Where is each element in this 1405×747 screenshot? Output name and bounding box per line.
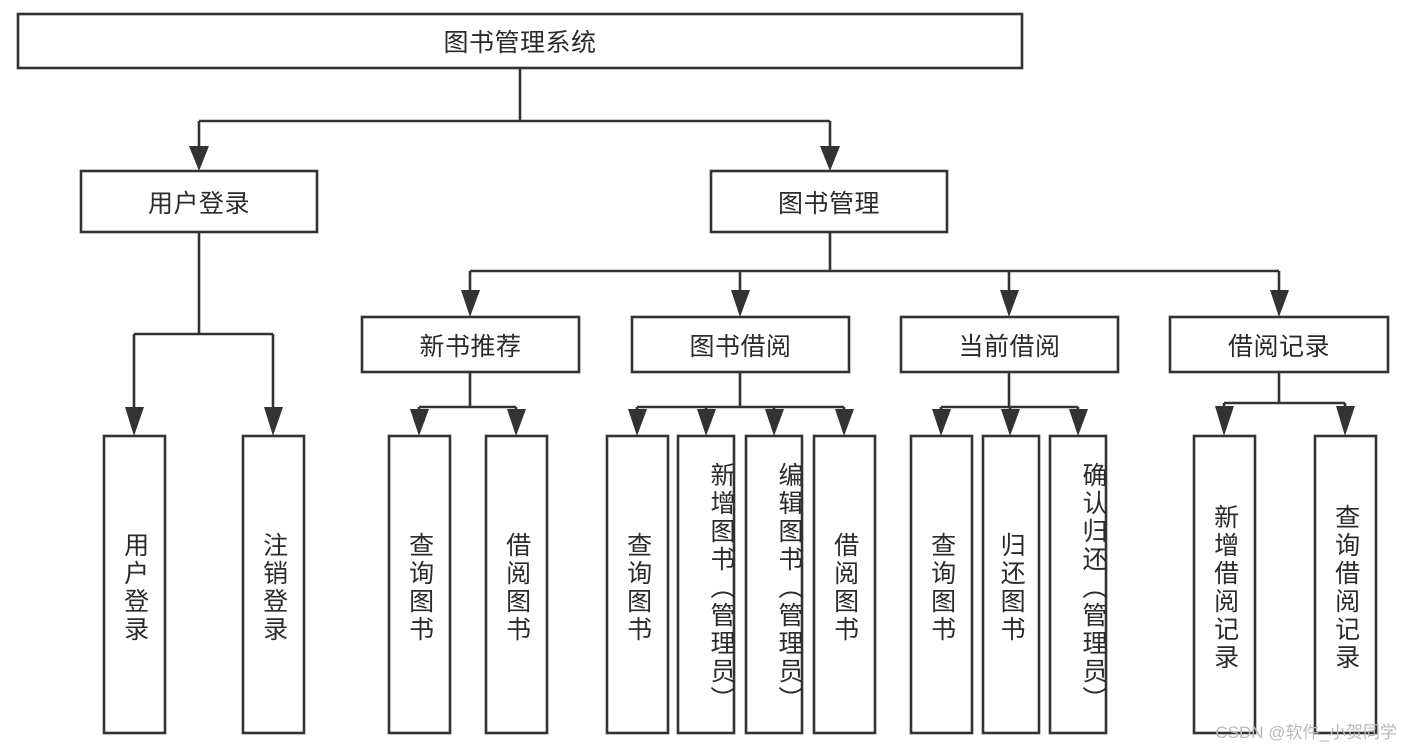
node-label-leaf-new-book-0: 查询图书 [405,531,434,644]
node-label-leaf-current-borrow-1: 归还图书 [997,531,1026,644]
node-box-leaf-user-login-0[interactable] [102,434,167,735]
node-label-book-borrow: 图书借阅 [689,332,792,361]
arrowhead-leaf-new-book-1 [507,409,526,436]
node-box-leaf-current-borrow-0[interactable] [909,434,974,735]
arrowhead-book-borrow [731,290,750,317]
arrowhead-leaf-current-borrow-2 [1069,409,1088,436]
node-box-leaf-book-borrow-3[interactable] [812,434,877,735]
arrowhead-current-borrow [1000,290,1019,317]
arrowhead-leaf-new-book-0 [410,409,429,436]
arrowhead-leaf-book-borrow-2 [765,409,784,436]
arrowhead-leaf-book-borrow-1 [697,409,716,436]
arrowhead-leaf-borrow-record-1 [1336,406,1355,436]
arrowhead-book-manage [820,146,840,171]
watermark-text: CSDN @软件_小贺同学 [1215,723,1397,742]
arrowhead-user-login [189,146,209,171]
node-box-leaf-new-book-0[interactable] [387,434,452,735]
node-label-leaf-borrow-record-0: 新增借阅记录 [1210,503,1239,672]
node-label-leaf-new-book-1: 借阅图书 [502,531,531,644]
node-box-leaf-user-login-1[interactable] [241,434,306,735]
node-box-leaf-new-book-1[interactable] [484,434,549,735]
node-label-leaf-current-borrow-0: 查询图书 [927,531,956,644]
arrowhead-leaf-book-borrow-0 [628,409,647,436]
node-box-new-book-recommend[interactable] [360,315,581,374]
arrowhead-leaf-current-borrow-1 [1001,409,1020,436]
node-box-leaf-book-borrow-1[interactable] [676,434,736,735]
arrowhead-leaf-user-login-1 [264,407,283,436]
node-label-current-borrow: 当前借阅 [958,332,1061,361]
node-label-leaf-book-borrow-2: 编辑图书（管理员） [775,461,803,714]
node-box-leaf-borrow-record-0[interactable] [1192,434,1257,735]
node-label-borrow-record: 借阅记录 [1227,332,1330,361]
node-label-new-book-recommend: 新书推荐 [419,332,522,361]
node-label-leaf-current-borrow-2: 确认归还（管理员） [1079,461,1107,714]
node-label-user-login: 用户登录 [147,189,250,218]
node-label-leaf-book-borrow-3: 借阅图书 [830,531,859,644]
node-box-user-login[interactable] [79,169,319,234]
node-label-root: 图书管理系统 [443,29,597,57]
node-label-leaf-user-login-0: 用户登录 [120,531,149,644]
node-box-leaf-current-borrow-1[interactable] [981,434,1041,735]
node-label-leaf-book-borrow-1: 新增图书（管理员） [707,461,735,714]
arrowhead-leaf-borrow-record-0 [1215,406,1234,436]
node-box-leaf-book-borrow-0[interactable] [605,434,670,735]
node-box-leaf-current-borrow-2[interactable] [1048,434,1108,735]
arrowhead-borrow-record [1270,290,1289,317]
arrowhead-new-book-recommend [461,290,480,317]
arrowhead-leaf-user-login-0 [125,407,144,436]
node-label-leaf-user-login-1: 注销登录 [259,531,288,644]
arrowhead-leaf-current-borrow-0 [932,409,951,436]
node-box-root[interactable] [16,12,1024,70]
node-label-book-manage: 图书管理 [777,189,880,218]
node-label-leaf-borrow-record-1: 查询借阅记录 [1331,503,1360,672]
arrowhead-leaf-book-borrow-3 [835,409,854,436]
node-label-leaf-book-borrow-0: 查询图书 [623,531,652,644]
node-box-current-borrow[interactable] [899,315,1120,374]
node-box-leaf-borrow-record-1[interactable] [1313,434,1378,735]
